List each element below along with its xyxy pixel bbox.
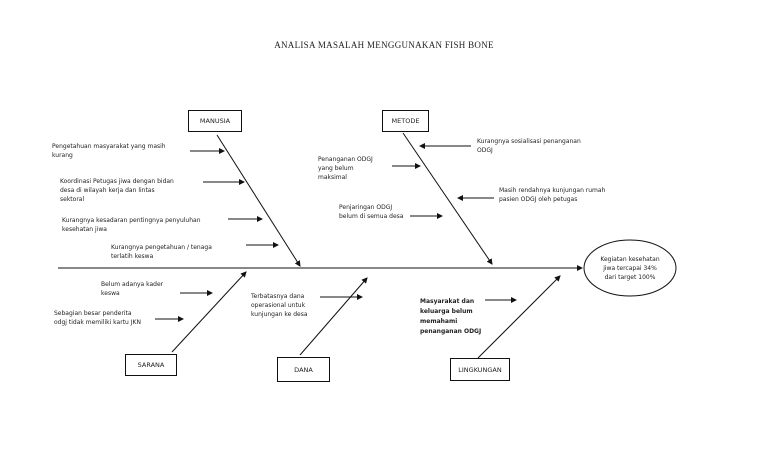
bone-metode [402,132,493,265]
effect-statement: Kegiatan kesehatan jiwa tercapai 34% dar… [600,255,660,281]
cause-metode-2: Penjaringan ODGJ belum di semua desa [339,204,404,220]
effect-ellipse [583,239,677,297]
cause-dana-1: Terbatasnya dana operasional untuk kunju… [251,293,308,318]
cause-sarana-2: Sebagian besar penderita odgj tidak memi… [54,310,141,326]
bone-manusia [216,134,301,267]
cause-metode-4: Masih rendahnya kunjungan rumah pasien O… [499,187,606,203]
cause-lingkungan-1: Masyarakat dan keluarga belum memahami p… [420,298,482,335]
category-box-lingkungan: LINGKUNGAN [450,358,510,381]
bone-lingkungan [477,275,561,359]
category-box-sarana: SARANA [125,354,177,376]
category-box-dana: DANA [277,357,330,382]
bone-dana [299,277,368,356]
cause-manusia-2: Koordinasi Petugas jiwa dengan bidan des… [60,178,174,203]
cause-manusia-1: Pengetahuan masyarakat yang masih kurang [52,143,166,159]
cause-metode-1: Penanganan ODGJ yang belum maksimal [318,156,373,181]
cause-manusia-3: Kurangnya kesadaran pentingnya penyuluha… [62,217,201,233]
bone-sarana [171,271,247,353]
cause-metode-3: Kurangnya sosialisasi penanganan ODGJ [477,138,581,154]
diagram-title: ANALISA MASALAH MENGGUNAKAN FISH BONE [274,40,494,50]
cause-sarana-1: Belum adanya kader keswa [101,281,164,297]
cause-manusia-4: Kurangnya pengetahuan / tenaga terlatih … [111,244,212,260]
category-box-metode: METODE [382,110,429,132]
category-box-manusia: MANUSIA [188,110,242,132]
